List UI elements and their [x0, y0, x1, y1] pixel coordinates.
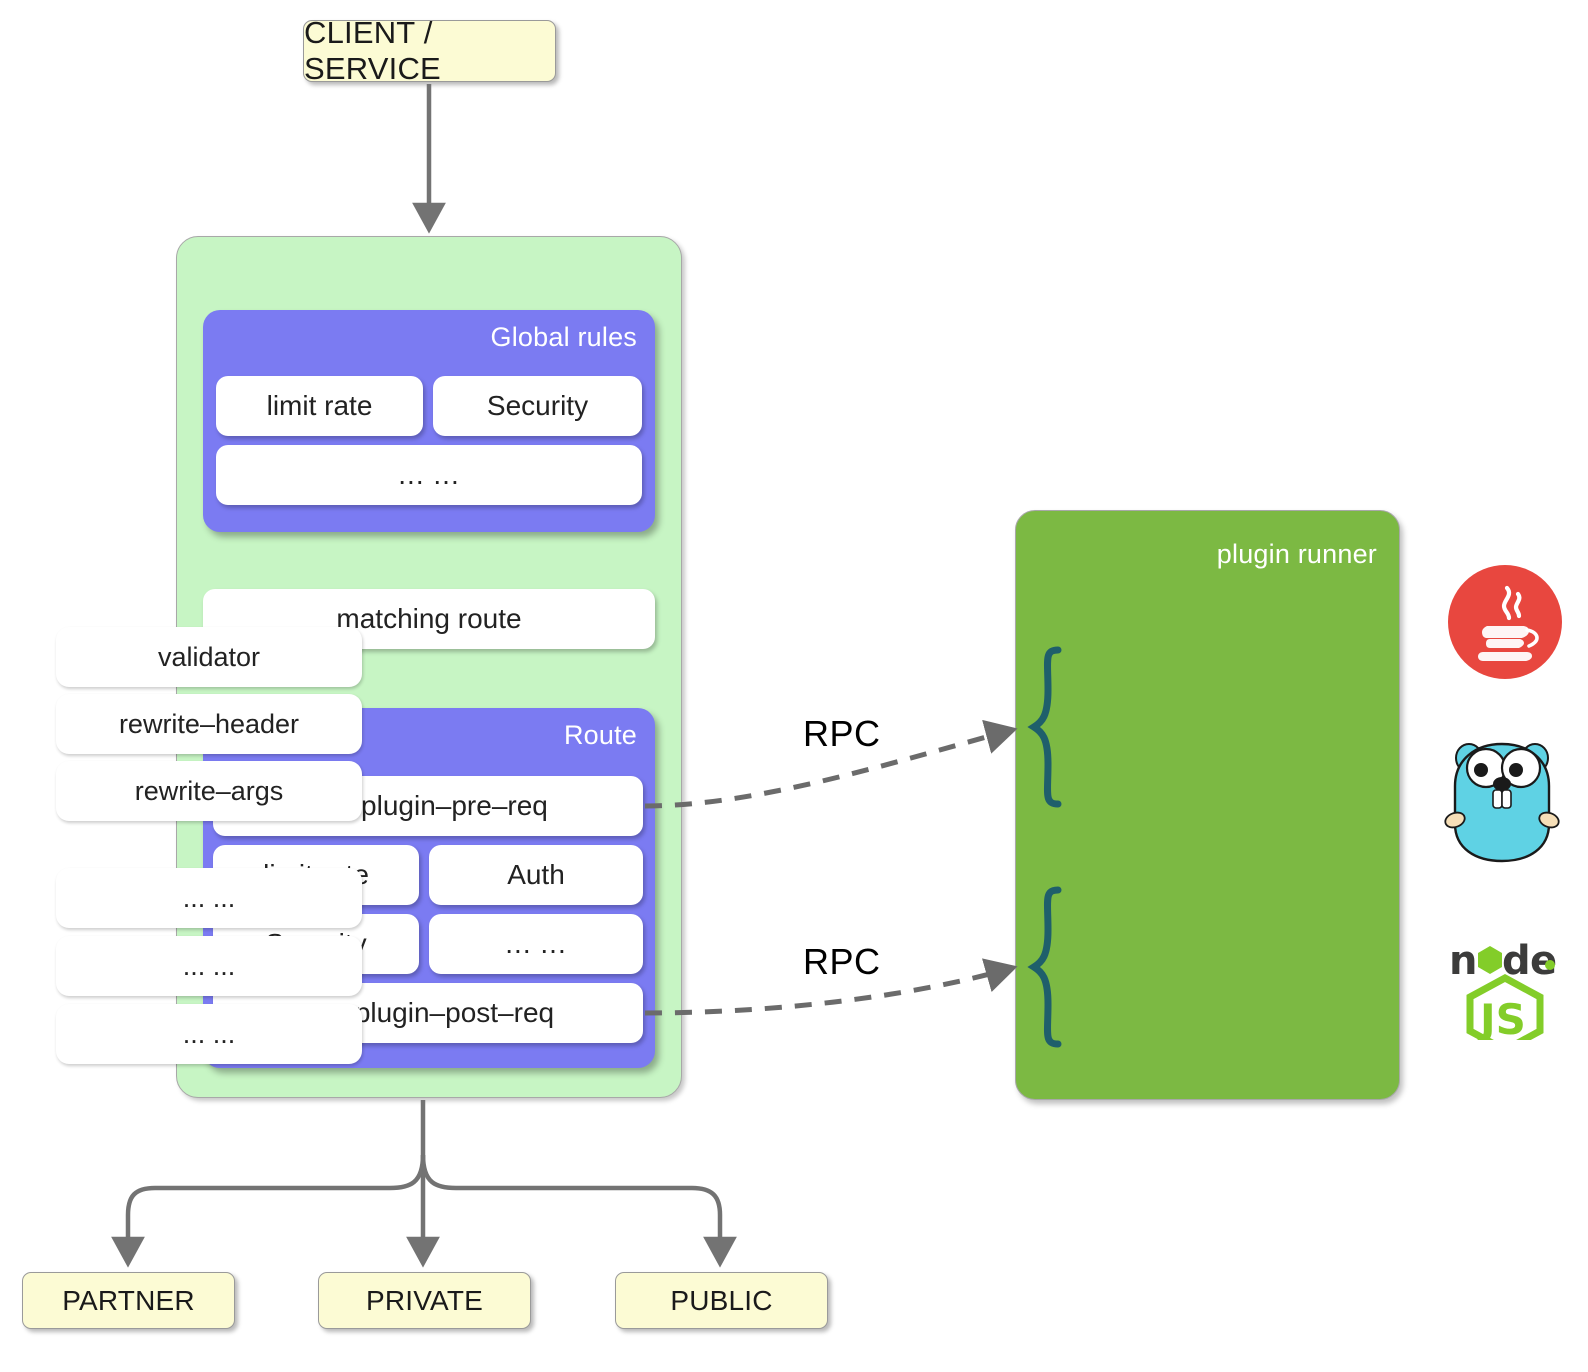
runner-pill-rewrite-args[interactable]: rewrite–args: [56, 761, 362, 821]
global-rules-title: Global rules: [490, 322, 637, 352]
runner-pill-more-3[interactable]: ... ...: [56, 1004, 362, 1064]
global-pill-security[interactable]: Security: [433, 376, 642, 436]
pill-label: ... ...: [182, 882, 236, 913]
output-label: PUBLIC: [670, 1284, 773, 1316]
output-label: PARTNER: [62, 1284, 195, 1316]
node-wordmark: n: [1449, 938, 1477, 984]
svg-text:JS: JS: [1477, 995, 1526, 1040]
runner-pill-validator[interactable]: validator: [56, 627, 362, 687]
client-service-box: CLIENT / SERVICE: [303, 15, 556, 86]
global-pill-limit-rate[interactable]: limit rate: [216, 376, 423, 436]
output-label: PRIVATE: [365, 1284, 484, 1316]
plugin-runner-panel: plugin runner: [1015, 510, 1400, 1100]
runner-pill-more-1[interactable]: ... ...: [56, 868, 362, 928]
pill-label: ... ...: [505, 928, 567, 959]
output-box-private: PRIVATE: [318, 1272, 531, 1329]
pill-label: rewrite–header: [118, 708, 300, 739]
pill-label: matching route: [336, 603, 522, 634]
output-box-partner: PARTNER: [22, 1272, 235, 1329]
arrow-branch-to-partner: [111, 1154, 426, 1268]
pill-label: validator: [157, 641, 261, 672]
plugin-runner-title: plugin runner: [1216, 539, 1377, 569]
rpc-lower-label: RPC: [803, 941, 881, 982]
output-box-public: PUBLIC: [615, 1272, 828, 1329]
pill-label: ... ...: [182, 1018, 236, 1049]
go-gopher-logo: [1443, 728, 1561, 873]
pill-label: ... ...: [182, 950, 236, 981]
arrow-branch-to-public: [420, 1154, 737, 1268]
pill-label: ... ...: [398, 459, 460, 490]
pill-label: limit rate: [266, 390, 373, 421]
pill-label: Security: [486, 390, 589, 421]
route-pill-more[interactable]: ... ...: [429, 914, 643, 974]
nodejs-logo: n d e JS: [1447, 930, 1563, 1054]
global-pill-more[interactable]: ... ...: [216, 445, 642, 505]
route-title: Route: [563, 720, 637, 750]
runner-pill-more-2[interactable]: ... ...: [56, 936, 362, 996]
pill-label: rewrite–args: [134, 775, 284, 806]
route-pill-auth[interactable]: Auth: [429, 845, 643, 905]
svg-text:e: e: [1530, 938, 1557, 984]
rpc-upper-label: RPC: [803, 713, 881, 754]
runner-pill-rewrite-header[interactable]: rewrite–header: [56, 694, 362, 754]
client-service-label: CLIENT / SERVICE: [304, 15, 441, 86]
java-logo: [1443, 560, 1567, 689]
pill-label: Auth: [507, 859, 565, 890]
